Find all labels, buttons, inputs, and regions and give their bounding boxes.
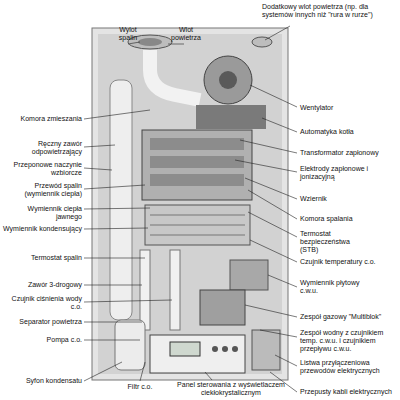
part-label: Automatyka kotła (300, 128, 396, 136)
part-label: Komora spalania (300, 215, 396, 223)
part-label: Elektrody zapłonowe i jonizacyjną (300, 165, 372, 181)
part-label: Pompa c.o. (2, 336, 82, 344)
part-label: Wymiennik kondensujący (2, 225, 82, 233)
part-label: Zawór 3-drogowy (2, 281, 82, 289)
part-label: Przeponowe naczynie wzbiorcze (2, 161, 82, 177)
part-label: Syfon kondensatu (2, 377, 82, 385)
part-label: Transformator zapłonowy (300, 149, 396, 157)
part-label: Wziernik (300, 195, 396, 203)
part-label: Filtr c.o. (120, 383, 160, 391)
part-label: Wylot spalin (112, 26, 144, 42)
part-label: Wymiennik płytowy c.w.u. (300, 279, 362, 295)
part-label: Termostat spalin (2, 254, 82, 262)
part-label: Separator powietrza (2, 318, 82, 326)
part-label: Panel sterowania z wyświetlaczem ciekłok… (176, 381, 286, 397)
part-label: Termostat bezpieczeństwa (STB) (300, 230, 370, 254)
part-label: Komora zmieszania (2, 115, 82, 123)
part-label: Ręczny zawór odpowietrzający (2, 140, 82, 156)
part-label: Dodatkowy wlot powietrza (np. dla system… (262, 3, 382, 19)
part-label: Listwa przyłączeniowa przewodów elektryc… (300, 359, 398, 375)
part-label: Czujnik temperatury c.o. (300, 258, 396, 266)
part-label: Wentylator (300, 104, 396, 112)
part-label: Zespół gazowy "Multiblok" (300, 313, 396, 321)
leader-lines (84, 26, 297, 392)
part-label: Czujnik ciśnienia wody c.o. (2, 295, 82, 311)
part-label: Przewód spalin (wymiennik ciepła) (2, 182, 82, 198)
part-label: Wlot powietrza (166, 26, 206, 42)
part-label: Przepusty kabli elektrycznych (300, 388, 396, 396)
part-label: Zespół wodny z czujnikiem temp. c.w.u. i… (300, 329, 398, 353)
part-label: Wymiennik ciepła jawnego (2, 205, 82, 221)
